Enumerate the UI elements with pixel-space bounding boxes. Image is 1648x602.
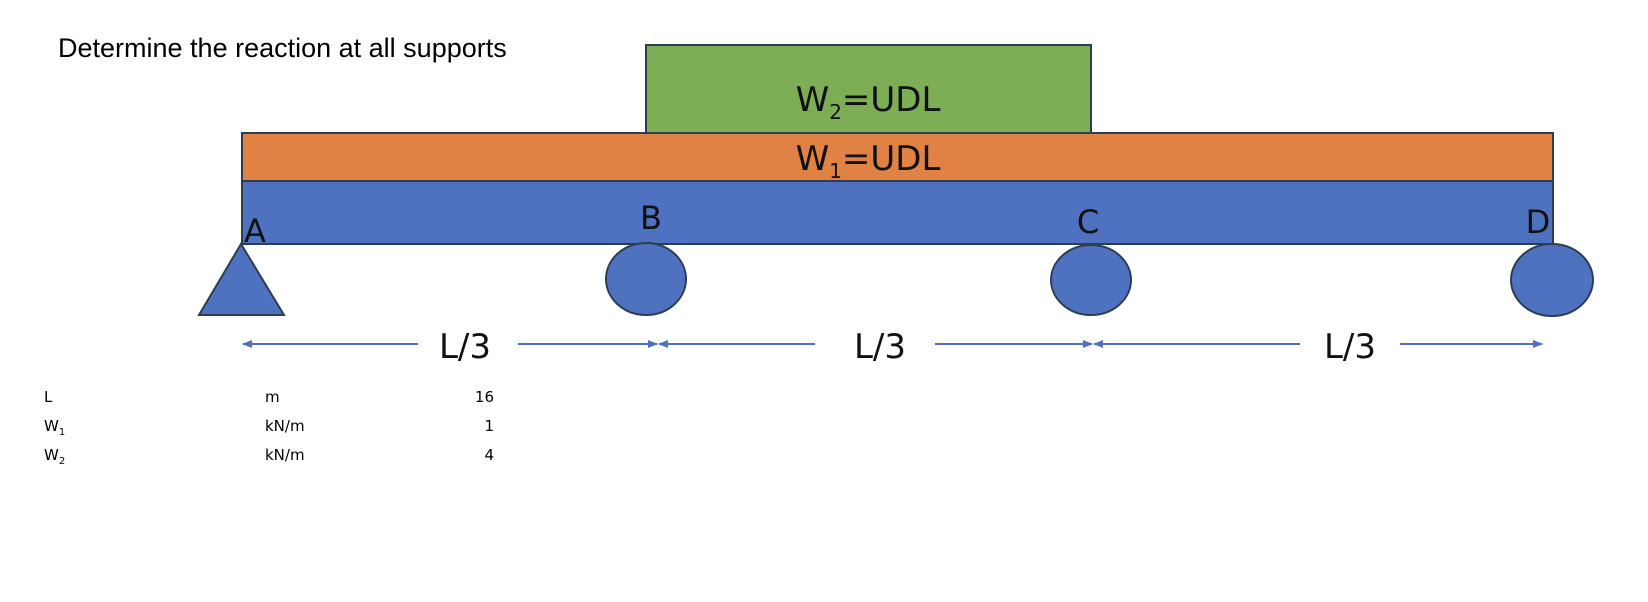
param-unit: m	[265, 388, 280, 406]
pin-support-a	[197, 242, 286, 316]
beam	[241, 180, 1554, 245]
param-value: 4	[484, 446, 494, 464]
support-label-d: D	[1526, 203, 1551, 241]
support-label-c: C	[1077, 203, 1099, 241]
param-unit: kN/m	[265, 417, 305, 435]
param-unit: kN/m	[265, 446, 305, 464]
span-2-label: L/3	[854, 327, 906, 367]
param-symbol: W2	[44, 446, 66, 467]
w2-load-label: W2=UDL	[796, 80, 941, 124]
support-label-b: B	[640, 199, 662, 237]
roller-support-c	[1050, 244, 1132, 316]
problem-statement: Determine the reaction at all supports	[58, 33, 507, 63]
w1-load-block	[241, 132, 1554, 182]
w2-load-block	[645, 44, 1092, 134]
span-3-label: L/3	[1324, 327, 1376, 367]
param-value: 16	[474, 388, 494, 406]
w1-load-label: W1=UDL	[796, 139, 941, 183]
roller-support-b	[605, 242, 687, 316]
param-symbol: L	[44, 388, 53, 406]
span-1-label: L/3	[439, 327, 491, 367]
param-value: 1	[484, 417, 494, 435]
param-symbol: W1	[44, 417, 66, 438]
roller-support-d	[1510, 243, 1594, 317]
support-label-a: A	[244, 212, 266, 250]
